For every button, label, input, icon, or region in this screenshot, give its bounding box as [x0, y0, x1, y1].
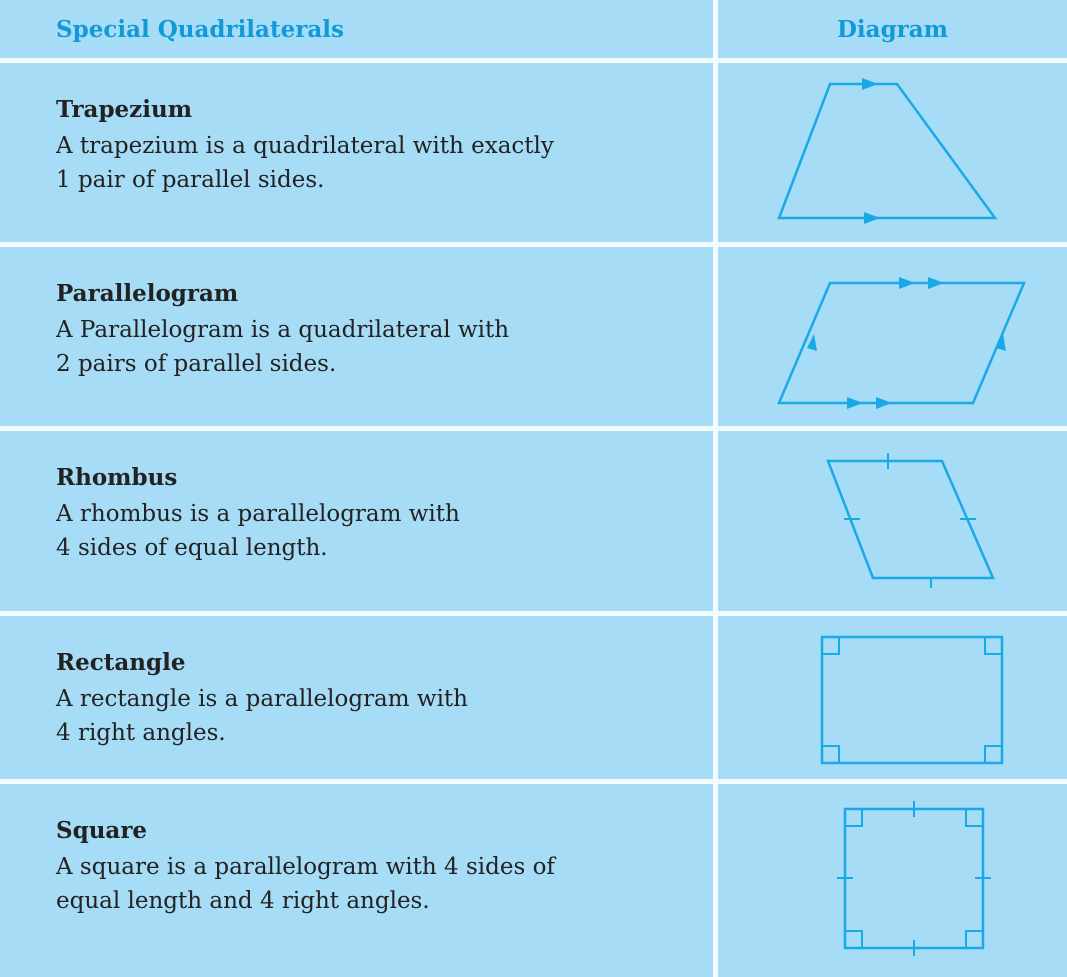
- rhombus-diagram-cell: [718, 431, 1067, 611]
- row-square-description: Square A square is a parallelogram with …: [0, 784, 713, 977]
- rhombus-diagram: [826, 453, 995, 588]
- rectangle-diagram: [820, 635, 1004, 765]
- header-diagram: Diagram: [718, 0, 1067, 58]
- row-title: Square: [56, 817, 148, 844]
- row-rectangle-description: Rectangle A rectangle is a parallelogram…: [0, 616, 713, 779]
- parallelogram-diagram-cell: [718, 247, 1067, 426]
- parallelogram-diagram: [777, 277, 1026, 409]
- row-title: Parallelogram: [56, 280, 239, 307]
- row-text: A square is a parallelogram with 4 sides…: [56, 854, 555, 914]
- row-text: A rhombus is a parallelogram with 4 side…: [56, 501, 460, 561]
- trapezium-diagram-cell: [718, 63, 1067, 242]
- trapezium-diagram: [777, 78, 998, 224]
- row-title: Rhombus: [56, 464, 178, 491]
- row-text: A trapezium is a quadrilateral with exac…: [56, 133, 554, 193]
- row-rhombus-description: Rhombus A rhombus is a parallelogram wit…: [0, 431, 713, 611]
- row-text: A rectangle is a parallelogram with 4 ri…: [56, 686, 468, 746]
- rectangle-diagram-cell: [718, 616, 1067, 779]
- row-trapezium-description: Trapezium A trapezium is a quadrilateral…: [0, 63, 713, 242]
- row-text: A Parallelogram is a quadrilateral with …: [56, 317, 510, 377]
- row-title: Rectangle: [56, 649, 186, 676]
- row-parallelogram-description: Parallelogram A Parallelogram is a quadr…: [0, 247, 713, 426]
- square-diagram-cell: [718, 784, 1067, 977]
- header-special-quadrilaterals: Special Quadrilaterals: [0, 0, 713, 58]
- square-diagram: [837, 801, 991, 956]
- row-title: Trapezium: [56, 96, 193, 123]
